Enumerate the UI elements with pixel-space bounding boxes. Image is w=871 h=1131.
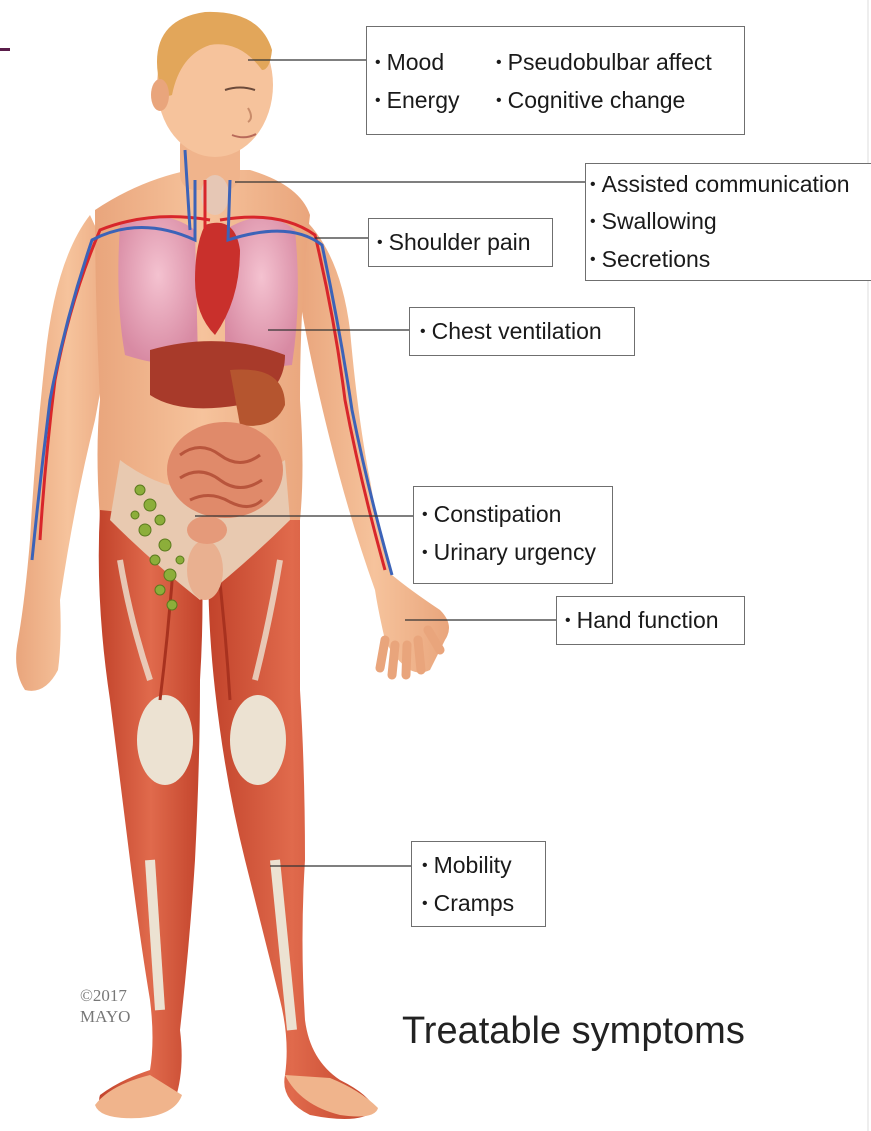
- copyright-owner: MAYO: [80, 1006, 130, 1027]
- intestines: [167, 422, 283, 518]
- left-arm: [300, 215, 449, 673]
- diagram-title: Treatable symptoms: [402, 1010, 745, 1053]
- label-box-throat: •Assisted communication •Swallowing •Sec…: [585, 163, 871, 281]
- label-swallowing: •Swallowing: [590, 202, 717, 244]
- genitals: [187, 540, 223, 600]
- label-shoulder-pain: •Shoulder pain: [377, 223, 531, 265]
- label-chest-ventilation: •Chest ventilation: [420, 312, 602, 354]
- label-energy: •Energy: [375, 81, 459, 123]
- label-constipation: •Constipation: [422, 495, 561, 537]
- label-box-shoulder: •Shoulder pain: [368, 218, 553, 267]
- label-mood: •Mood: [375, 43, 444, 85]
- copyright-notice: ©2017 MAYO: [80, 985, 130, 1027]
- copyright-year: ©2017: [80, 985, 130, 1006]
- left-knee: [230, 695, 286, 785]
- label-box-hand: •Hand function: [556, 596, 745, 645]
- label-box-mood: •Mood •Energy •Pseudobulbar affect •Cogn…: [366, 26, 745, 135]
- bladder: [187, 516, 227, 544]
- right-lung: [118, 216, 198, 364]
- ear: [151, 79, 169, 111]
- label-pseudobulbar-affect: •Pseudobulbar affect: [496, 43, 712, 85]
- body-figure: [16, 12, 449, 1119]
- label-urinary-urgency: •Urinary urgency: [422, 533, 596, 575]
- label-box-chest: •Chest ventilation: [409, 307, 635, 356]
- right-knee: [137, 695, 193, 785]
- label-box-abdomen: •Constipation •Urinary urgency: [413, 486, 613, 584]
- corner-accent-bar: [0, 48, 10, 51]
- label-secretions: •Secretions: [590, 240, 710, 282]
- label-cramps: •Cramps: [422, 884, 514, 926]
- label-cognitive-change: •Cognitive change: [496, 81, 685, 123]
- label-assisted-communication: •Assisted communication: [590, 165, 850, 207]
- label-box-leg: •Mobility •Cramps: [411, 841, 546, 927]
- label-mobility: •Mobility: [422, 846, 512, 888]
- label-hand-function: •Hand function: [565, 601, 719, 643]
